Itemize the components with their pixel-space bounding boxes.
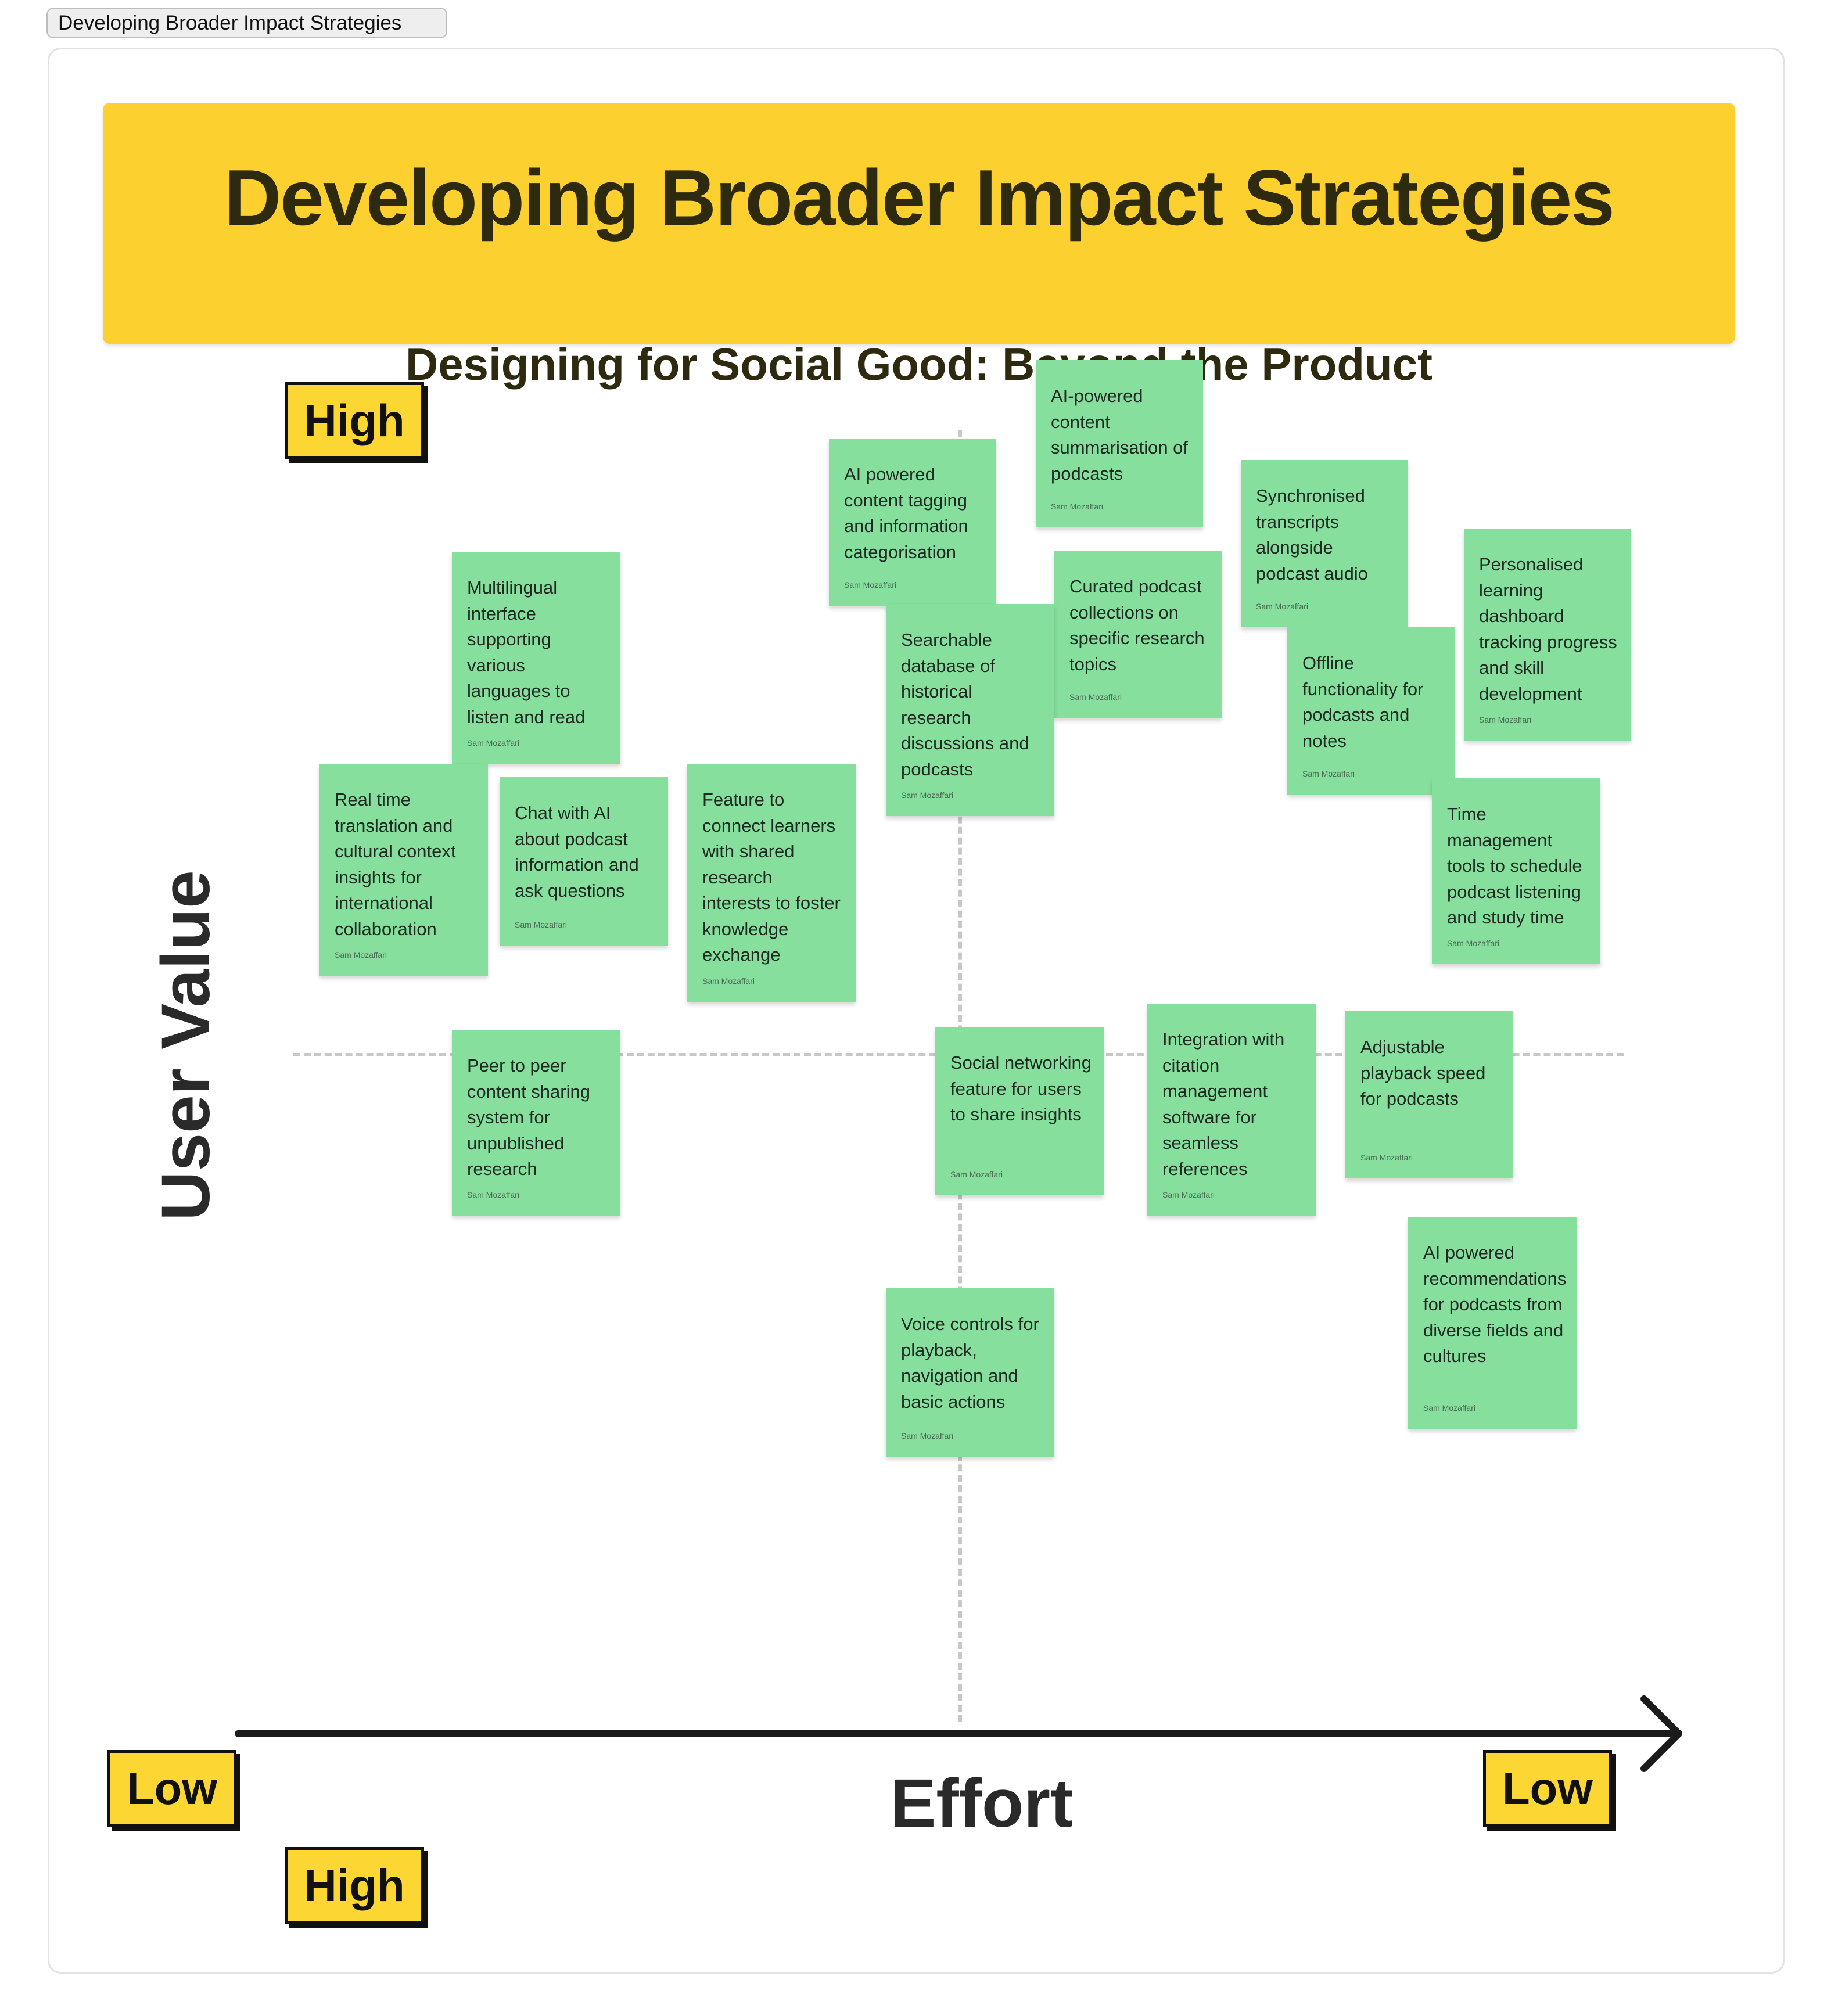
note-author: Sam Mozaffari [702,976,755,986]
sticky-note[interactable]: Integration with citation management sof… [1147,1004,1316,1216]
sticky-note[interactable]: Chat with AI about podcast information a… [500,777,668,946]
note-author: Sam Mozaffari [1479,715,1531,724]
note-text: Searchable database of historical resear… [901,630,1029,779]
note-text: AI powered content tagging and informati… [844,464,968,562]
note-author: Sam Mozaffari [1302,769,1355,778]
note-author: Sam Mozaffari [901,790,953,800]
sticky-note[interactable]: Time management tools to schedule podcas… [1432,778,1600,964]
effort-axis-arrow [235,1695,1682,1772]
note-author: Sam Mozaffari [335,950,387,960]
sticky-note[interactable]: Offline functionality for podcasts and n… [1287,627,1455,795]
note-author: Sam Mozaffari [1069,692,1122,702]
note-text: Peer to peer content sharing system for … [467,1055,590,1179]
effort-low-right-tag[interactable]: Low [1483,1750,1612,1827]
note-text: Personalised learning dashboard tracking… [1479,554,1617,704]
note-text: Voice controls for playback, navigation … [901,1314,1039,1412]
note-author: Sam Mozaffari [1256,602,1308,611]
note-author: Sam Mozaffari [950,1170,1003,1179]
sticky-note[interactable]: Social networking feature for users to s… [935,1027,1104,1195]
value-high-tag[interactable]: High [285,382,424,459]
note-text: Time management tools to schedule podcas… [1447,804,1582,928]
note-text: AI-powered content summarisation of podc… [1051,386,1189,484]
note-author: Sam Mozaffari [901,1431,953,1440]
sticky-note[interactable]: AI powered recommendations for podcasts … [1408,1217,1577,1429]
sticky-note[interactable]: Peer to peer content sharing system for … [452,1030,620,1216]
sticky-note[interactable]: Adjustable playback speed for podcasts S… [1345,1011,1513,1178]
board-title: Developing Broader Impact Strategies [224,153,1615,242]
note-text: AI powered recommendations for podcasts … [1423,1242,1567,1366]
note-text: Real time translation and cultural conte… [335,789,456,939]
note-author: Sam Mozaffari [515,920,567,929]
note-author: Sam Mozaffari [844,580,896,590]
board-subtitle: Designing for Social Good: Beyond the Pr… [405,339,1433,390]
title-banner[interactable]: Developing Broader Impact Strategies Des… [103,103,1735,390]
note-text: Curated podcast collections on specific … [1069,576,1205,674]
x-axis-label: Effort [890,1765,1074,1842]
sticky-note[interactable]: Curated podcast collections on specific … [1054,551,1222,718]
note-author: Sam Mozaffari [1051,502,1103,511]
note-author: Sam Mozaffari [1447,939,1499,948]
whiteboard-frame[interactable] [48,48,1785,1974]
note-author: Sam Mozaffari [1162,1190,1215,1199]
note-author: Sam Mozaffari [1423,1403,1475,1413]
sticky-note[interactable]: AI powered content tagging and informati… [829,439,996,606]
sticky-note[interactable]: AI-powered content summarisation of podc… [1036,360,1203,527]
note-text: Feature to connect learners with shared … [702,789,841,965]
sticky-note[interactable]: Real time translation and cultural conte… [319,764,488,976]
note-text: Multilingual interface supporting variou… [467,577,586,727]
note-text: Chat with AI about podcast information a… [515,803,639,901]
sticky-note[interactable]: Feature to connect learners with shared … [687,764,856,1002]
sticky-note[interactable]: Multilingual interface supporting variou… [452,552,620,764]
note-author: Sam Mozaffari [1360,1153,1413,1162]
note-text: Synchronised transcripts alongside podca… [1256,486,1369,584]
note-author: Sam Mozaffari [467,738,519,748]
sticky-note[interactable]: Searchable database of historical resear… [886,604,1054,816]
note-text: Integration with citation management sof… [1162,1029,1285,1179]
y-axis-label: User Value [148,870,224,1221]
sticky-note[interactable]: Synchronised transcripts alongside podca… [1241,460,1408,627]
note-text: Adjustable playback speed for podcasts [1360,1037,1486,1109]
bottom-high-tag[interactable]: High [285,1847,424,1924]
note-author: Sam Mozaffari [467,1190,519,1199]
sticky-note[interactable]: Voice controls for playback, navigation … [886,1288,1054,1457]
note-text: Social networking feature for users to s… [950,1052,1092,1124]
sticky-note[interactable]: Personalised learning dashboard tracking… [1464,529,1631,741]
effort-low-left-tag[interactable]: Low [107,1750,236,1827]
frame-tab[interactable]: Developing Broader Impact Strategies [46,8,447,38]
note-text: Offline functionality for podcasts and n… [1302,653,1424,751]
